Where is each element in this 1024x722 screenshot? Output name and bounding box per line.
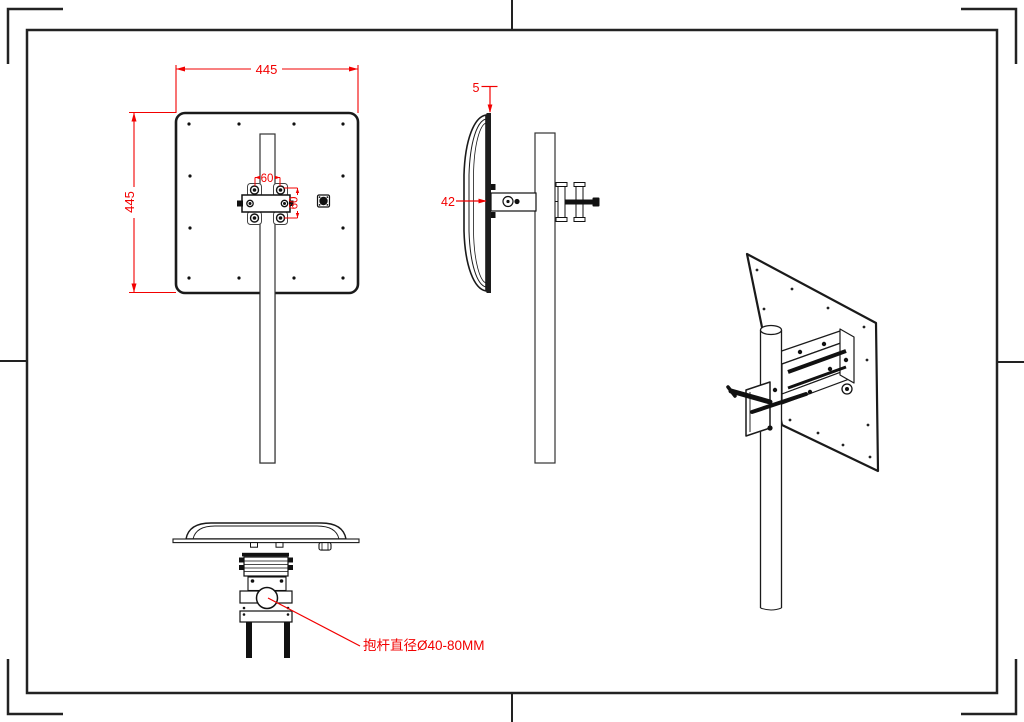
pole-cross-section — [255, 586, 279, 610]
dim-label-hole-spacing-v: 60 — [289, 197, 301, 210]
side-radome — [463, 114, 487, 292]
iso-threaded-rod-upper — [728, 388, 773, 405]
dim-plate-offset — [481, 85, 498, 113]
rf-connector-bottom — [318, 542, 332, 551]
side-clamp — [555, 182, 600, 222]
corner-mark-bottom-left — [6, 659, 63, 716]
corner-mark-top-left — [6, 7, 63, 64]
corner-mark-top-right — [961, 7, 1018, 64]
dim-label-plate-offset: 5 — [473, 81, 480, 95]
dim-label-hole-spacing-h: 60 — [261, 173, 274, 185]
bottom-mount — [239, 552, 293, 658]
dim-bracket-depth — [456, 198, 487, 204]
bottom-base-plate — [172, 538, 360, 544]
dim-panel-height — [129, 111, 176, 294]
iso-pole — [759, 324, 783, 611]
rf-connector-iso — [841, 383, 853, 395]
front-screw-holes — [187, 122, 345, 280]
dim-panel-width — [175, 65, 359, 113]
dim-hole-spacing-h — [254, 175, 281, 186]
u-bolt-leg-right — [284, 622, 290, 658]
iso-clamp — [726, 381, 813, 437]
pole-note-leader — [267, 597, 361, 647]
side-back-plate — [486, 113, 491, 293]
side-bracket — [490, 192, 537, 212]
side-view: 5 42 — [441, 81, 600, 464]
dim-label-bracket-depth: 42 — [441, 195, 455, 209]
u-bolt-leg-left — [246, 622, 252, 658]
front-pole-overlay — [259, 133, 276, 464]
rf-connector-front — [316, 194, 331, 208]
iso-threaded-rod-lower — [750, 392, 808, 414]
bottom-view: 抱杆直径Ø40-80MM — [172, 522, 485, 658]
side-pole — [534, 132, 556, 464]
corner-mark-bottom-right — [961, 659, 1018, 716]
front-view: 445 445 60 60 — [122, 62, 360, 464]
bottom-radome — [185, 522, 347, 540]
dim-label-panel-width: 445 — [256, 62, 278, 77]
front-mount-bracket — [237, 183, 294, 225]
pole-diameter-note: 抱杆直径Ø40-80MM — [363, 638, 485, 653]
dim-hole-spacing-v — [284, 187, 300, 219]
dim-label-panel-height: 445 — [122, 191, 137, 213]
isometric-view — [726, 252, 880, 611]
side-threaded-rod — [565, 199, 593, 205]
